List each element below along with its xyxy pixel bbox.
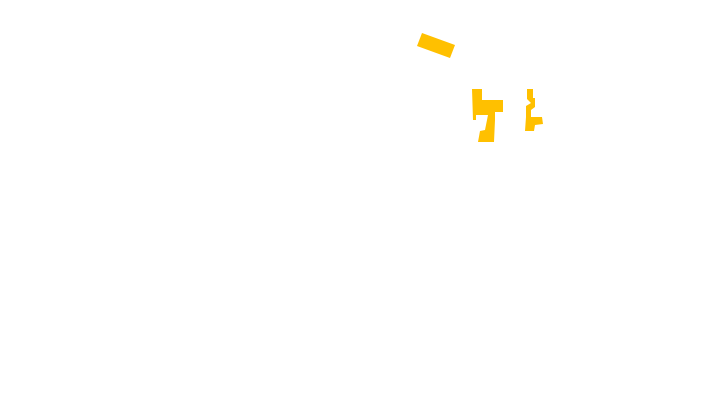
glyph-left-shape bbox=[472, 89, 503, 142]
glyph-right-shape bbox=[525, 89, 543, 131]
dash-stroke-shape bbox=[417, 33, 455, 58]
